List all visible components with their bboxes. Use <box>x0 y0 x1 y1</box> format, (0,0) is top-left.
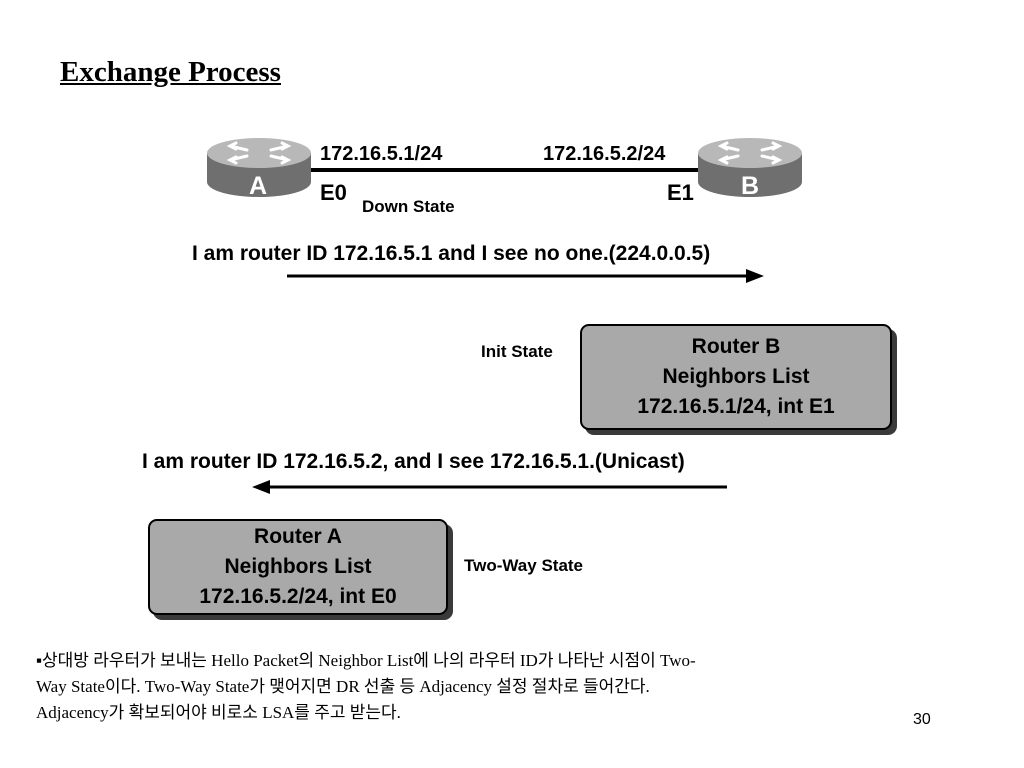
router-a-ip: 172.16.5.1/24 <box>320 143 443 165</box>
page-title: Exchange Process <box>60 56 281 88</box>
router-a-label: A <box>249 172 268 200</box>
router-b-neighbor-table: Router B Neighbors List 172.16.5.1/24, i… <box>580 324 892 430</box>
router-a-icon <box>207 138 311 197</box>
router-b-ip: 172.16.5.2/24 <box>543 143 666 165</box>
router-b-port: E1 <box>667 180 694 205</box>
down-state-label: Down State <box>362 197 455 216</box>
router-a-table-heading: Neighbors List <box>224 555 372 578</box>
page-number: 30 <box>913 711 931 728</box>
description-line-2: Way State이다. Two-Way State가 맺어지면 DR 선출 등… <box>36 677 650 696</box>
router-b-table-title: Router B <box>691 335 781 358</box>
description-line-1: ▪상대방 라우터가 보내는 Hello Packet의 Neighbor Lis… <box>36 651 696 670</box>
description-line-3: Adjacency가 확보되어야 비로소 LSA를 주고 받는다. <box>36 703 401 722</box>
router-a-table-title: Router A <box>254 525 342 548</box>
router-a-port: E0 <box>320 180 347 205</box>
hello-message-b-to-a: I am router ID 172.16.5.2, and I see 172… <box>142 450 685 473</box>
router-b-label: B <box>741 172 760 200</box>
router-b-table-entry: 172.16.5.1/24, int E1 <box>637 395 835 418</box>
hello-message-a-to-b: I am router ID 172.16.5.1 and I see no o… <box>192 242 711 265</box>
router-b-table-heading: Neighbors List <box>662 365 810 388</box>
two-way-state-label: Two-Way State <box>464 556 584 575</box>
router-b-icon <box>698 138 802 197</box>
router-a-table-entry: 172.16.5.2/24, int E0 <box>199 585 397 608</box>
arrow-a-to-b <box>287 269 764 283</box>
arrow-b-to-a <box>252 480 727 494</box>
router-a-neighbor-table: Router A Neighbors List 172.16.5.2/24, i… <box>148 519 448 615</box>
description-text: ▪상대방 라우터가 보내는 Hello Packet의 Neighbor Lis… <box>36 648 976 726</box>
init-state-label: Init State <box>481 342 553 361</box>
